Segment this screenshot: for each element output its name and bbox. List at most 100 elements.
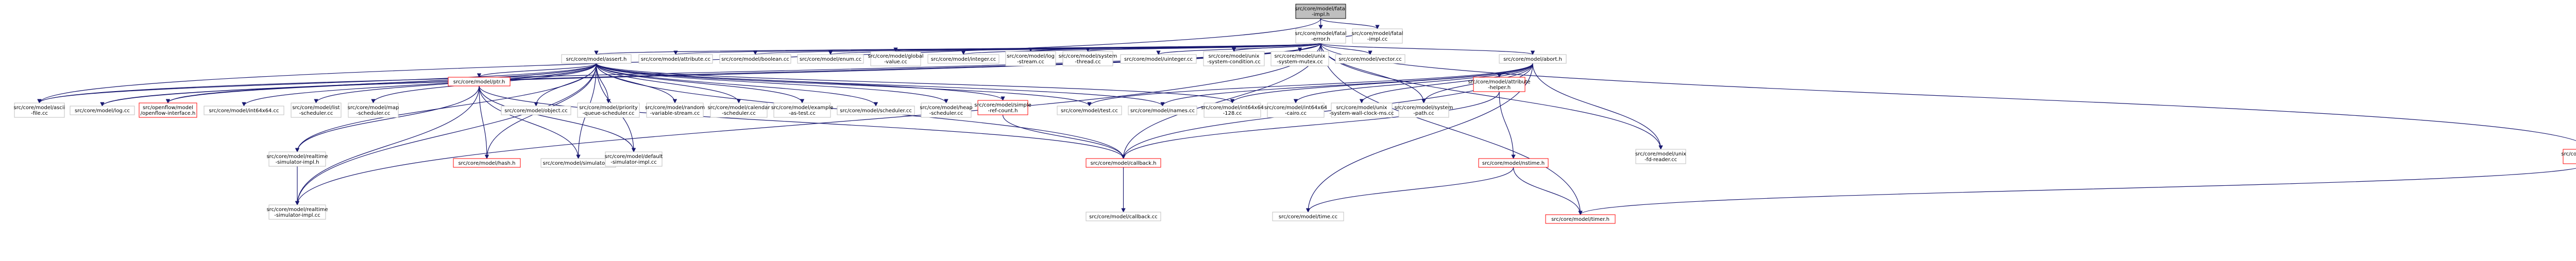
- edge-fatal-error-h-to-system-thread-cc: [1086, 43, 1321, 52]
- node-box: [1204, 102, 1261, 118]
- node-box: [268, 204, 326, 220]
- node-scheduler-cc[interactable]: src/core/model/scheduler.cc: [837, 106, 915, 115]
- node-label-line: -stream.cc: [1017, 59, 1044, 65]
- node-abort-h[interactable]: src/core/model/abort.h: [1499, 54, 1567, 64]
- node-map-scheduler-cc[interactable]: src/core/model/map-scheduler.cc: [348, 102, 399, 118]
- node-box: [1478, 158, 1549, 168]
- node-integer-cc[interactable]: src/core/model/integer.cc: [927, 54, 999, 64]
- node-box: [1352, 28, 1403, 44]
- node-box: [1499, 54, 1567, 64]
- node-box: [1203, 51, 1265, 66]
- node-box: [1545, 214, 1616, 224]
- node-attribute-cc[interactable]: src/core/model/attribute.cc: [638, 54, 713, 64]
- node-box: [577, 102, 640, 118]
- edge-fatal-error-h-to-timer-h: [1320, 43, 1583, 215]
- node-unix-system-mutex-cc[interactable]: src/core/model/unix-system-mutex.cc: [1270, 51, 1329, 66]
- edge-ptr-h-to-callback-h: [479, 85, 1126, 159]
- node-label-line: src/core/model/abort.h: [1503, 57, 1562, 62]
- node-int64x64-128-cc[interactable]: src/core/model/int64x64-128.cc: [1201, 102, 1264, 118]
- node-fatal-impl-cc[interactable]: src/core/model/fatal-impl.cc: [1352, 28, 1403, 44]
- edge-nstime-h-to-timer-h: [1513, 167, 1583, 215]
- node-label-line: -variable-stream.cc: [650, 111, 700, 116]
- node-hash-h[interactable]: src/core/model/hash.h: [453, 158, 521, 168]
- node-realtime-simulator-impl-h[interactable]: src/core/model/realtime-simulator-impl.h: [266, 151, 328, 167]
- node-heap-scheduler-cc[interactable]: src/core/model/heap-scheduler.cc: [920, 102, 973, 118]
- node-global-value-cc[interactable]: src/core/model/global-value.cc: [868, 51, 924, 66]
- node-label-line: -system-mutex.cc: [1277, 59, 1323, 65]
- node-system-thread-cc[interactable]: src/core/model/system-thread.cc: [1059, 51, 1117, 66]
- node-ascii-file-cc[interactable]: src/core/model/ascii-file.cc: [14, 102, 65, 118]
- node-label-line: -as-test.cc: [789, 111, 816, 116]
- node-label-line: -128.cc: [1223, 111, 1242, 116]
- node-label-line: -helper.h: [1488, 85, 1511, 91]
- node-fatal-impl-h[interactable]: src/core/model/fatal-impl.h: [1295, 4, 1347, 19]
- node-time-cc[interactable]: src/core/model/time.cc: [1272, 212, 1344, 221]
- node-fatal-error-h[interactable]: src/core/model/fatal-error.h: [1295, 28, 1347, 44]
- edge-assert-h-to-ascii-file-cc: [37, 63, 597, 103]
- node-label-line: src/core/model/heap: [920, 105, 972, 111]
- node-enum-cc[interactable]: src/core/model/enum.cc: [797, 54, 864, 64]
- node-assert-h[interactable]: src/core/model/assert.h: [561, 54, 632, 64]
- edge-assert-h-to-realtime-simulator-impl-cc: [295, 63, 597, 205]
- edge-attribute-helper-h-to-nstime-h: [1499, 91, 1516, 159]
- node-calendar-scheduler-cc[interactable]: src/core/model/calendar-scheduler.cc: [708, 102, 771, 118]
- node-system-path-cc[interactable]: src/core/model/system-path.cc: [1395, 102, 1453, 118]
- node-simulator-cc[interactable]: src/core/model/simulator.cc: [540, 158, 616, 168]
- node-openflow-interface-h[interactable]: src/openflow/model/openflow-interface.h: [139, 102, 197, 118]
- node-boolean-cc[interactable]: src/core/model/boolean.cc: [719, 54, 791, 64]
- node-box: [1057, 106, 1122, 115]
- node-label-line: src/core/model/names.cc: [1130, 108, 1195, 114]
- node-unix-system-wall-clock-ms-cc[interactable]: src/core/model/unix-system-wall-clock-ms…: [1329, 102, 1394, 118]
- node-object-cc[interactable]: src/core/model/object.cc: [501, 106, 571, 115]
- node-label-line: -ref-count.h: [988, 108, 1018, 114]
- node-box: [1005, 51, 1056, 66]
- node-label-line: src/core/model/nstime.h: [1482, 161, 1545, 166]
- node-log-cc[interactable]: src/core/model/log.cc: [70, 106, 135, 115]
- node-box: [268, 151, 326, 167]
- node-timer-impl-h[interactable]: src/core/model/timer-impl.h: [2561, 149, 2576, 164]
- node-ptr-h[interactable]: src/core/model/ptr.h: [448, 77, 511, 86]
- node-random-variable-stream-cc[interactable]: src/core/model/random-variable-stream.cc: [645, 102, 705, 118]
- node-simple-ref-count-h[interactable]: src/core/model/simple-ref-count.h: [974, 100, 1031, 115]
- node-names-cc[interactable]: src/core/model/names.cc: [1128, 106, 1197, 115]
- node-label-line: -file.cc: [31, 111, 48, 116]
- node-box: [1272, 212, 1344, 221]
- edge-ptr-h-to-hash-h: [479, 85, 489, 159]
- node-default-simulator-impl-cc[interactable]: src/core/model/default-simulator-impl.cc: [605, 151, 663, 167]
- edge-attribute-helper-h-to-callback-h: [1121, 91, 1500, 159]
- node-label-line: -system-condition.cc: [1207, 59, 1261, 65]
- node-label-line: src/core/model/system: [1059, 54, 1117, 59]
- node-label-line: src/core/model/fatal: [1295, 6, 1347, 12]
- node-attribute-helper-h[interactable]: src/core/model/attribute-helper.h: [1468, 77, 1531, 92]
- node-label-line: -scheduler.cc: [299, 111, 333, 116]
- node-list-scheduler-cc[interactable]: src/core/model/list-scheduler.cc: [291, 102, 342, 118]
- node-callback-h[interactable]: src/core/model/callback.h: [1086, 158, 1161, 168]
- node-box: [348, 102, 399, 118]
- node-example-as-test-cc[interactable]: src/core/model/example-as-test.cc: [771, 102, 834, 118]
- node-vector-cc[interactable]: src/core/model/vector.cc: [1335, 54, 1405, 64]
- node-test-cc[interactable]: src/core/model/test.cc: [1057, 106, 1122, 115]
- node-nstime-h[interactable]: src/core/model/nstime.h: [1478, 158, 1549, 168]
- edge-abort-h-to-unix-fd-reader-cc: [1532, 63, 1663, 150]
- node-label-line: src/core/model/unix: [1275, 54, 1326, 59]
- node-label-line: src/core/model/time.cc: [1279, 214, 1337, 220]
- node-int64x64-cc[interactable]: src/core/model/int64x64.cc: [204, 106, 284, 115]
- edge-fatal-error-h-to-ascii-file-cc: [37, 43, 1321, 103]
- node-int64x64-cairo-cc[interactable]: src/core/model/int64x64-cairo.cc: [1264, 102, 1327, 118]
- node-box: [837, 106, 915, 115]
- node-label-line: src/openflow/model: [143, 105, 193, 111]
- nodes-layer: src/core/model/fatal-impl.hsrc/core/mode…: [14, 4, 2576, 224]
- node-log-stream-cc[interactable]: src/core/model/log-stream.cc: [1005, 51, 1056, 66]
- node-label-line: -thread.cc: [1075, 59, 1101, 65]
- edge-abort-h-to-attribute-helper-h: [1497, 63, 1533, 78]
- node-unix-fd-reader-cc[interactable]: src/core/model/unix-fd-reader.cc: [1635, 149, 1686, 164]
- node-uinteger-cc[interactable]: src/core/model/uinteger.cc: [1120, 54, 1197, 64]
- node-unix-system-condition-cc[interactable]: src/core/model/unix-system-condition.cc: [1203, 51, 1265, 66]
- node-realtime-simulator-impl-cc[interactable]: src/core/model/realtime-simulator-impl.c…: [266, 204, 328, 220]
- node-timer-h[interactable]: src/core/model/timer.h: [1545, 214, 1616, 224]
- node-label-line: src/core/model/system: [1395, 105, 1453, 111]
- node-label-line: src/core/model/callback.h: [1091, 161, 1157, 166]
- node-callback-cc[interactable]: src/core/model/callback.cc: [1086, 212, 1161, 221]
- node-label-line: src/core/model/realtime: [266, 207, 328, 213]
- node-priority-queue-scheduler-cc[interactable]: src/core/model/priority-queue-scheduler.…: [577, 102, 640, 118]
